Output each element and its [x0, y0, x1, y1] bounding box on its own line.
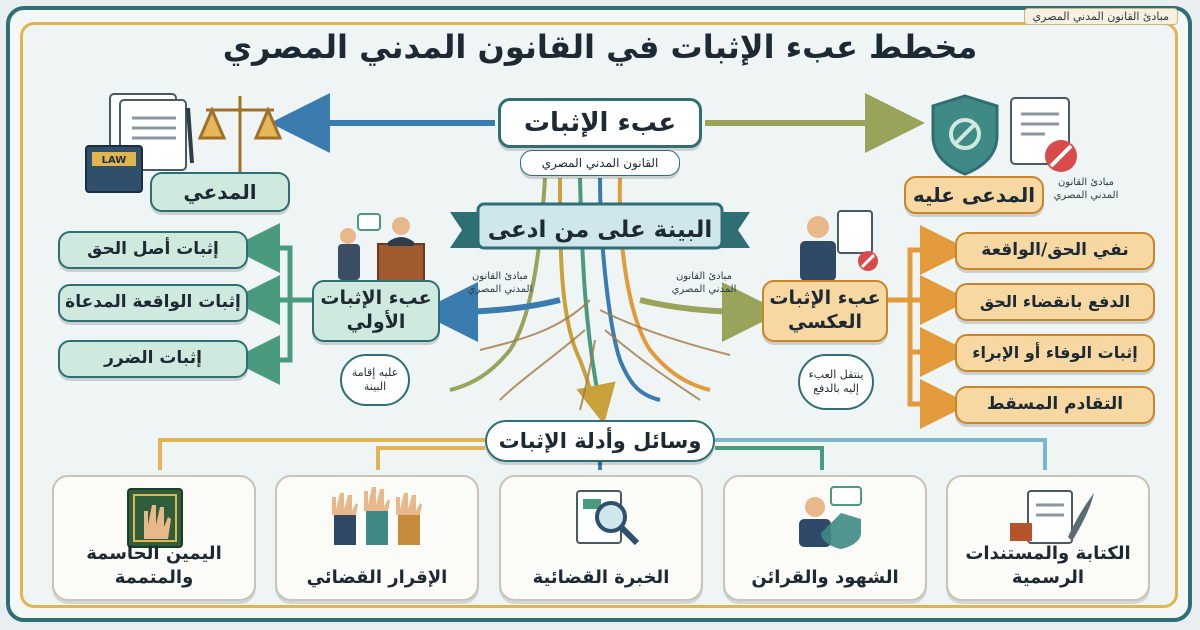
means-connectors — [158, 438, 1047, 470]
reverse-item-2: الدفع بانقضاء الحق — [955, 283, 1155, 321]
reverse-item-1-label: نفي الحق/الواقعة — [981, 240, 1129, 261]
means-card-expertise: الخبرة القضائية — [499, 475, 703, 601]
root-fibers — [479, 299, 731, 411]
courtroom-illustration — [338, 213, 425, 285]
means-card-oath-label: اليمين الحاسمة والمتممة — [86, 543, 222, 588]
means-card-written: الكتابة والمستندات الرسمية — [946, 475, 1150, 601]
banner-text: البينة على من ادعى — [487, 217, 713, 243]
initial-burden-bubble: عليه إقامة البينة — [340, 354, 410, 406]
arrow-to-reverse-burden — [639, 281, 782, 342]
lawyer-illustration — [800, 210, 878, 281]
corner-tag: مبادئ القانون المدني المصري — [1023, 8, 1178, 25]
initial-item-3-label: إثبات الضرر — [104, 348, 202, 369]
page-title: مخطط عبء الإثبات في القانون المدني المصر… — [222, 28, 978, 66]
initial-item-1: إثبات أصل الحق — [58, 231, 248, 269]
reverse-item-4: التقادم المسقط — [955, 386, 1155, 424]
defendant-illustration — [931, 94, 1077, 176]
initial-item-2-label: إثبات الواقعة المدعاة — [65, 292, 241, 313]
initial-burden-label: عبء الإثبات الأولي — [320, 287, 432, 333]
means-card-witnesses-label: الشهود والقرائن — [751, 566, 899, 588]
means-card-written-label: الكتابة والمستندات الرسمية — [965, 543, 1131, 588]
reverse-item-3: إثبات الوفاء أو الإبراء — [955, 334, 1155, 372]
plaintiff-illustration: LAW — [85, 93, 283, 194]
raised-hands-icon — [332, 487, 422, 545]
initial-items-bracket — [230, 223, 312, 385]
quill-stamp-icon — [1010, 490, 1094, 544]
plaintiff-box: المدعي — [150, 172, 290, 212]
means-title-box: وسائل وأدلة الإثبات — [485, 420, 715, 462]
shield-icon — [931, 94, 999, 176]
defendant-note: مبادئ القانون المدني المصري — [1053, 177, 1119, 201]
initial-burden-note: مبادئ القانون المدني المصري — [467, 271, 533, 295]
reverse-item-4-label: التقادم المسقط — [986, 394, 1124, 415]
means-card-expertise-label: الخبرة القضائية — [532, 566, 670, 588]
reverse-burden-note: مبادئ القانون المدني المصري — [671, 271, 737, 295]
reverse-items-bracket — [888, 225, 970, 429]
initial-item-1-label: إثبات أصل الحق — [87, 239, 219, 260]
oath-book-icon — [127, 488, 183, 548]
center-title-box: عبء الإثبات — [498, 98, 702, 148]
reverse-item-2-label: الدفع بانقضاء الحق — [979, 292, 1131, 311]
defendant-box: المدعى عليه — [904, 176, 1044, 214]
reverse-item-1: نفي الحق/الواقعة — [955, 232, 1155, 270]
initial-item-2: إثبات الواقعة المدعاة — [58, 284, 248, 322]
law-book-icon: LAW — [85, 145, 143, 193]
plaintiff-label: المدعي — [183, 179, 257, 204]
defendant-label: المدعى عليه — [912, 182, 1036, 207]
means-card-confession-label: الإقرار القضائي — [306, 566, 448, 588]
means-card-oath: اليمين الحاسمة والمتممة — [52, 475, 256, 601]
center-title: عبء الإثبات — [523, 107, 677, 138]
witness-icon — [799, 486, 862, 549]
reverse-burden-box: عبء الإثبات العكسي — [762, 280, 888, 342]
reverse-item-3-label: إثبات الوفاء أو الإبراء — [972, 343, 1138, 362]
initial-burden-box: عبء الإثبات الأولي — [312, 280, 440, 342]
means-title: وسائل وأدلة الإثبات — [498, 428, 702, 453]
center-subtitle: القانون المدني المصري — [541, 155, 659, 170]
document-denied-icon — [1010, 97, 1077, 172]
center-subtitle-box: القانون المدني المصري — [520, 150, 680, 176]
means-card-witnesses: الشهود والقرائن — [723, 475, 927, 601]
banner-ribbon — [450, 202, 750, 250]
magnifier-icon — [576, 490, 640, 546]
arrow-to-initial-burden — [418, 281, 561, 342]
law-book-text: LAW — [102, 155, 127, 166]
reverse-burden-label: عبء الإثبات العكسي — [769, 287, 881, 333]
initial-item-3: إثبات الضرر — [58, 340, 248, 378]
reverse-burden-bubble: ينتقل العبء إليه بالدفع — [798, 354, 874, 410]
means-card-confession: الإقرار القضائي — [275, 475, 479, 601]
